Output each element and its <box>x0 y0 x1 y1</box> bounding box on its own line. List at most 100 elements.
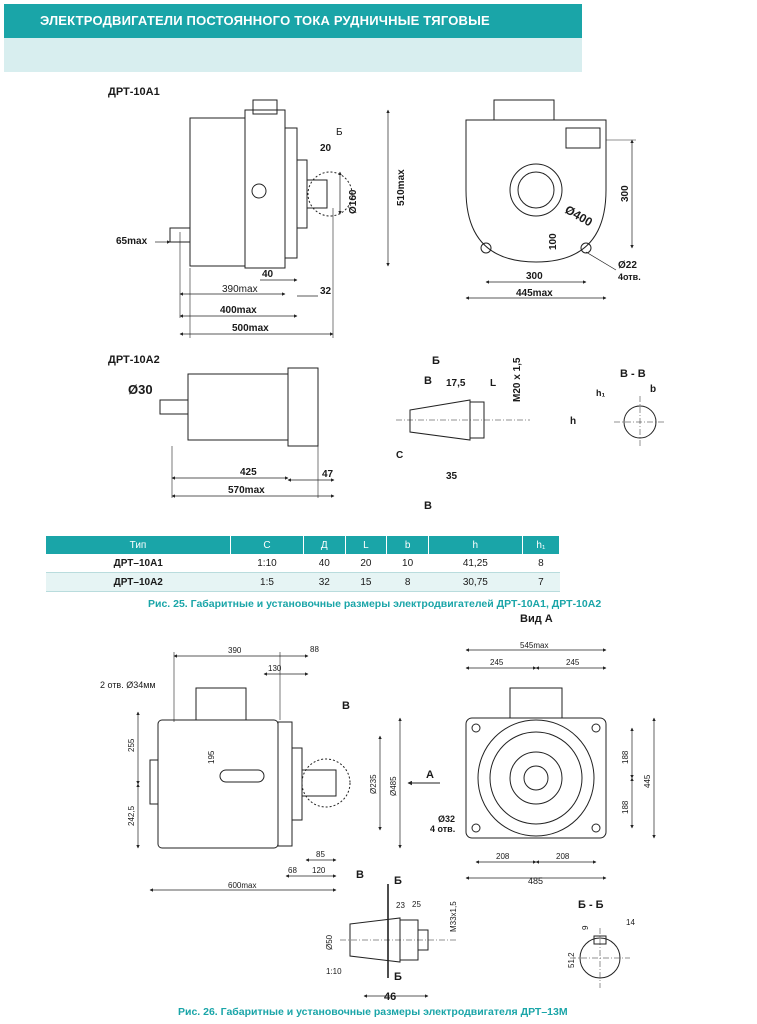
fig25-model-b-label: ДРТ-10А2 <box>108 354 160 366</box>
dim-120: 120 <box>312 866 326 875</box>
dim-400: 400max <box>220 305 257 316</box>
table-cell: 8 <box>386 572 429 592</box>
dim-9: 9 <box>581 925 590 930</box>
fig25-front-view <box>465 99 636 300</box>
dim-300-vertical: 300 <box>620 185 631 202</box>
dim-160: Ø160 <box>348 189 359 214</box>
table-cell: 7 <box>522 572 560 592</box>
table-cell: 32 <box>303 572 346 592</box>
dim-50: Ø50 <box>325 934 334 950</box>
dimensions-table: Тип С Д L b h h₁ ДРТ–10А1 1:10 40 20 10 … <box>46 536 561 592</box>
header-bar: ЭЛЕКТРОДВИГАТЕЛИ ПОСТОЯННОГО ТОКА РУДНИЧ… <box>4 4 582 38</box>
dim-m20: M20 x 1,5 <box>512 357 523 402</box>
section-b-label: Б <box>432 355 440 367</box>
section-vv-title: В - В <box>620 368 646 380</box>
dim-2-holes-34: 2 отв. Ø34мм <box>100 680 156 690</box>
dim-h1: h₁ <box>596 388 605 398</box>
dim-195: 195 <box>207 750 216 764</box>
dim-taper-1-10: 1:10 <box>326 967 342 976</box>
dim-c: С <box>396 450 403 461</box>
dim-445: 445 <box>643 774 652 788</box>
fig25-model-a-label: ДРТ-10А1 <box>108 86 160 98</box>
dim-25: 25 <box>412 900 421 909</box>
dim-208-right: 208 <box>556 852 570 861</box>
dim-100: 100 <box>548 233 559 250</box>
dim-600: 600max <box>228 881 256 890</box>
table-header-cell: b <box>386 536 429 554</box>
figure-25-caption: Рис. 25. Габаритные и установочные разме… <box>148 598 602 610</box>
section-v-bottom: В <box>356 869 364 881</box>
table-header-cell: h <box>428 536 523 554</box>
table-header-cell: Д <box>303 536 346 554</box>
dim-32: 32 <box>320 286 332 297</box>
dim-m33: M33x1,5 <box>449 901 458 932</box>
dim-b-small: b <box>650 384 656 395</box>
table-cell: 15 <box>345 572 387 592</box>
fig25-a2-view <box>159 367 666 498</box>
section-v-top: В <box>424 375 432 387</box>
dim-20: 20 <box>320 143 332 154</box>
dim-245-right: 245 <box>566 658 580 667</box>
table-cell: 30,75 <box>428 572 523 592</box>
dim-570: 570max <box>228 485 265 496</box>
dim-14: 14 <box>626 918 635 927</box>
table-row: ДРТ–10А2 1:5 32 15 8 30,75 7 <box>46 572 560 592</box>
section-v-bottom: В <box>424 500 432 512</box>
dim-68: 68 <box>288 866 297 875</box>
dim-188-bottom: 188 <box>621 800 630 814</box>
dim-235: Ø235 <box>369 774 378 794</box>
section-v-label: В <box>342 700 350 712</box>
dim-245-left: 245 <box>490 658 504 667</box>
fig26-shaft-detail <box>340 884 630 998</box>
dim-425: 425 <box>240 467 257 478</box>
dim-h: h <box>570 416 576 427</box>
dim-b-marker: Б <box>336 127 343 138</box>
dim-l: L <box>490 378 496 389</box>
figure-26-caption: Рис. 26. Габаритные и установочные разме… <box>178 1006 568 1018</box>
view-arrow-a: А <box>426 769 434 781</box>
dim-17-5: 17,5 <box>446 378 466 389</box>
dim-208-left: 208 <box>496 852 510 861</box>
table-row: ДРТ–10А1 1:10 40 20 10 41,25 8 <box>46 554 560 573</box>
dim-242-5: 242,5 <box>127 805 136 826</box>
fig26-side-view <box>136 652 440 892</box>
dim-40: 40 <box>262 269 274 280</box>
section-b-bottom: Б <box>394 971 402 983</box>
table-header-cell: L <box>345 536 388 554</box>
table-cell: ДРТ–10А2 <box>46 572 231 592</box>
dim-88: 88 <box>310 645 319 654</box>
table-cell: ДРТ–10А1 <box>46 554 231 573</box>
dim-22: Ø22 <box>618 260 637 271</box>
table-cell: 8 <box>522 554 560 573</box>
table-cell: 40 <box>303 554 346 573</box>
dim-32: Ø32 <box>438 814 455 824</box>
section-b-top: Б <box>394 875 402 887</box>
table-cell: 41,25 <box>428 554 523 573</box>
dim-4-holes: 4отв. <box>618 272 641 282</box>
fig26-front-view <box>465 648 656 880</box>
table-cell: 10 <box>386 554 429 573</box>
dim-65: 65max <box>116 236 148 247</box>
dim-485-vertical: Ø485 <box>389 776 398 796</box>
dim-500: 500max <box>232 323 269 334</box>
table-cell: 1:10 <box>230 554 304 573</box>
dim-545: 545max <box>520 641 548 650</box>
dim-485-horizontal: 485 <box>528 876 543 886</box>
table-header-cell: Тип <box>46 536 231 554</box>
dim-4-holes: 4 отв. <box>430 824 455 834</box>
view-a-title: Вид А <box>520 613 553 625</box>
dim-255: 255 <box>127 738 136 752</box>
dim-35: 35 <box>446 471 458 482</box>
dim-47: 47 <box>322 469 334 480</box>
dim-300-horizontal: 300 <box>526 271 543 282</box>
dim-188-top: 188 <box>621 750 630 764</box>
fig25-side-view <box>155 99 390 338</box>
dim-130: 130 <box>268 664 282 673</box>
dim-85: 85 <box>316 850 325 859</box>
dim-46: 46 <box>384 991 396 1003</box>
dim-51-2: 51,2 <box>567 952 576 968</box>
dim-23: 23 <box>396 901 405 910</box>
dim-400-diameter: Ø400 <box>563 202 596 229</box>
dim-445: 445max <box>516 288 553 299</box>
